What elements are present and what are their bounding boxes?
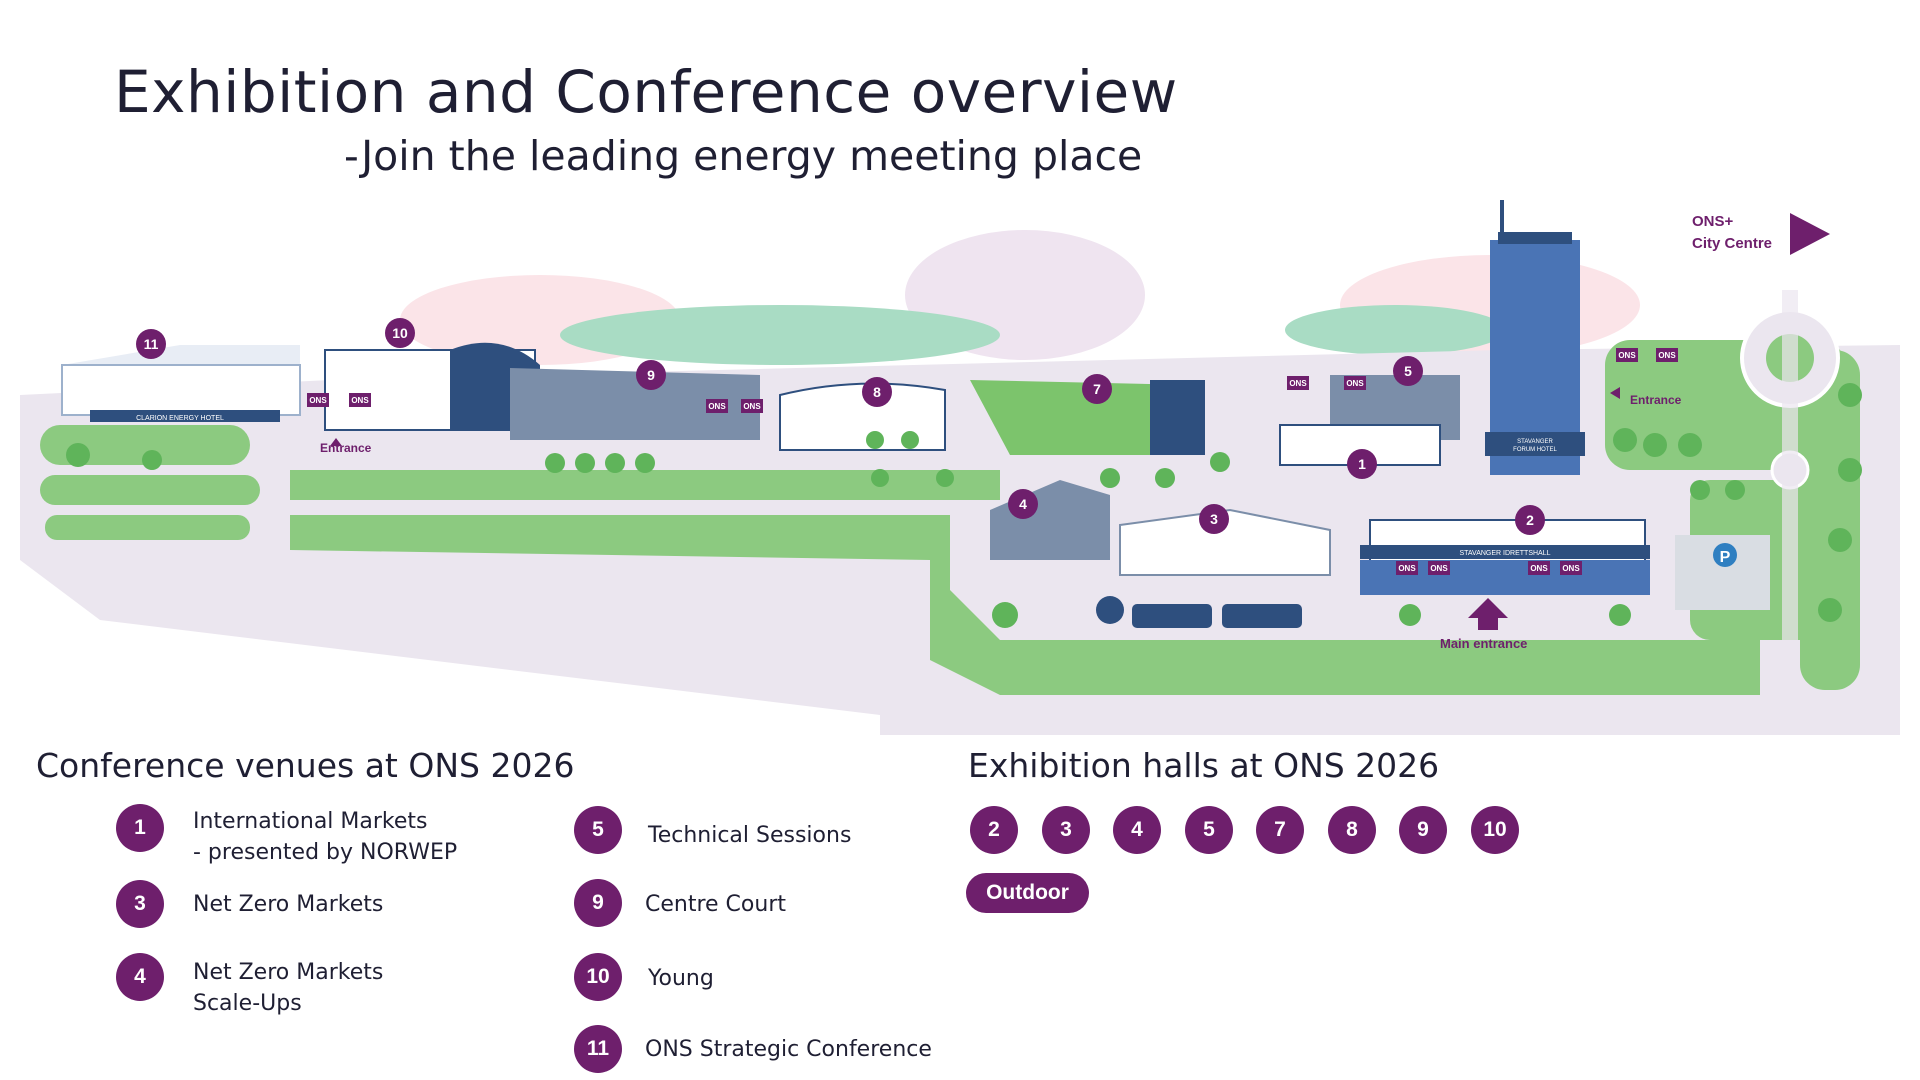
entrance-east-label: Entrance	[1630, 393, 1682, 407]
svg-text:8: 8	[873, 384, 881, 400]
svg-text:5: 5	[1404, 363, 1412, 379]
flag-label: ONS	[708, 402, 726, 411]
map-marker-2: 2	[1515, 505, 1545, 535]
hall-pin-5[interactable]: 5	[1185, 806, 1233, 854]
map-marker-8: 8	[862, 377, 892, 407]
city-link-line1: ONS+	[1692, 213, 1734, 230]
map-marker-10: 10	[385, 318, 415, 348]
city-link-line2: City Centre	[1692, 235, 1772, 252]
flag-label: ONS	[1346, 379, 1364, 388]
svg-text:11: 11	[144, 336, 159, 352]
svg-text:9: 9	[647, 367, 655, 383]
flag-label: ONS	[1658, 351, 1676, 360]
svg-text:4: 4	[1019, 496, 1027, 512]
flag-label: ONS	[1430, 564, 1448, 573]
venue-pin-9[interactable]: 9	[574, 879, 622, 927]
entrance-west-label: Entrance	[320, 441, 372, 455]
venue-pin-4[interactable]: 4	[116, 953, 164, 1001]
venue-map: CLARION ENERGY HOTEL STAVANGER FORUM HOT…	[20, 200, 1900, 735]
page-subtitle: -Join the leading energy meeting place	[344, 132, 1143, 180]
hall-pin-7[interactable]: 7	[1256, 806, 1304, 854]
map-marker-9: 9	[636, 360, 666, 390]
forum-sign-2: FORUM HOTEL	[1513, 447, 1557, 453]
hall-pin-8[interactable]: 8	[1328, 806, 1376, 854]
buildings: CLARION ENERGY HOTEL STAVANGER FORUM HOT…	[61, 200, 1770, 628]
city-centre-link[interactable]: ONS+ City Centre	[1692, 213, 1830, 255]
venue-label-10: Young	[648, 966, 714, 991]
venue-pin-11[interactable]: 11	[574, 1025, 622, 1073]
map-marker-5: 5	[1393, 356, 1423, 386]
map-marker-7: 7	[1082, 374, 1112, 404]
roundabout	[1740, 290, 1840, 710]
ons-flags: ONS ONS ONS ONS ONS ONS ONS ONS ONS ONS …	[307, 348, 1678, 575]
venue-label-3: Net Zero Markets	[193, 892, 384, 917]
parking-symbol: P	[1720, 549, 1731, 566]
exhibition-heading: Exhibition halls at ONS 2026	[968, 746, 1440, 785]
svg-text:7: 7	[1093, 381, 1101, 397]
clarion-sign: CLARION ENERGY HOTEL	[136, 415, 224, 422]
svg-text:3: 3	[1210, 511, 1218, 527]
hall-pin-10[interactable]: 10	[1471, 806, 1519, 854]
map-marker-11: 11	[136, 329, 166, 359]
flag-label: ONS	[1618, 351, 1636, 360]
venue-label-11: ONS Strategic Conference	[645, 1037, 932, 1062]
hall-pin-3[interactable]: 3	[1042, 806, 1090, 854]
venue-label-9: Centre Court	[645, 892, 786, 917]
venue-pin-3[interactable]: 3	[116, 880, 164, 928]
flag-label: ONS	[351, 396, 369, 405]
arrow-right-icon	[1790, 213, 1830, 255]
map-marker-3: 3	[1199, 504, 1229, 534]
flag-label: ONS	[1530, 564, 1548, 573]
hall-pin-4[interactable]: 4	[1113, 806, 1161, 854]
hall-pin-9[interactable]: 9	[1399, 806, 1447, 854]
main-entrance-label: Main entrance	[1440, 636, 1527, 651]
entrance-markers: Entrance Entrance Main entrance	[320, 387, 1682, 651]
flag-label: ONS	[1562, 564, 1580, 573]
flag-label: ONS	[309, 396, 327, 405]
svg-text:2: 2	[1526, 512, 1534, 528]
map-marker-4: 4	[1008, 489, 1038, 519]
venue-label-1: International Markets - presented by NOR…	[193, 809, 458, 865]
map-marker-1: 1	[1347, 449, 1377, 479]
flag-label: ONS	[1289, 379, 1307, 388]
trees	[66, 383, 1862, 628]
flag-label: ONS	[743, 402, 761, 411]
page-title: Exhibition and Conference overview	[114, 58, 1178, 126]
venue-pin-10[interactable]: 10	[574, 953, 622, 1001]
hall-pin-2[interactable]: 2	[970, 806, 1018, 854]
idrettshall-sign: STAVANGER IDRETTSHALL	[1459, 550, 1550, 557]
flag-label: ONS	[1398, 564, 1416, 573]
svg-text:1: 1	[1358, 456, 1366, 472]
venue-pin-1[interactable]: 1	[116, 804, 164, 852]
forum-sign-1: STAVANGER	[1517, 439, 1553, 445]
venue-label-5: Technical Sessions	[648, 823, 852, 848]
map-markers[interactable]: 1 2 3 4 5 7 8 9 10 11	[136, 318, 1545, 535]
venue-pin-5[interactable]: 5	[574, 806, 622, 854]
svg-text:10: 10	[392, 325, 408, 341]
outdoor-button[interactable]: Outdoor	[966, 873, 1089, 913]
background-clouds	[400, 230, 1640, 365]
conference-heading: Conference venues at ONS 2026	[36, 746, 575, 785]
